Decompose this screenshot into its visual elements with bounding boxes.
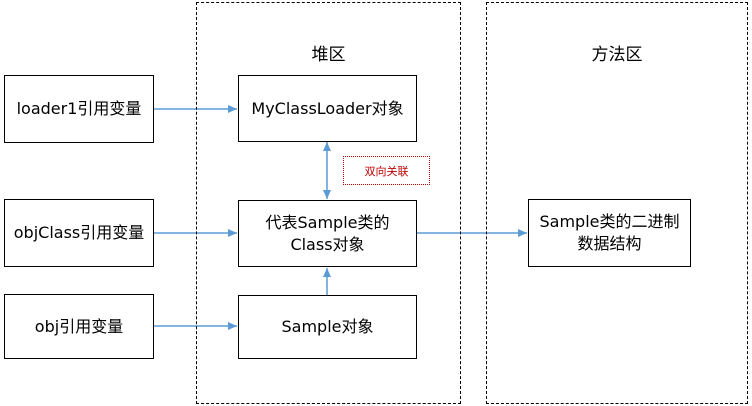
class-object-label-line1: 代表Sample类的 (265, 212, 390, 232)
objclass-variable-box: objClass引用变量 (4, 199, 154, 267)
objclass-variable-label: objClass引用变量 (13, 223, 145, 242)
sample-object-label: Sample对象 (281, 317, 374, 336)
classloader-object-label: MyClassLoader对象 (251, 98, 404, 118)
class-object-box: 代表Sample类的 Class对象 (238, 200, 417, 267)
obj-variable-label: obj引用变量 (34, 316, 124, 336)
binary-data-label-line1: Sample类的二进制 (539, 212, 680, 231)
bidirectional-note: 双向关联 (343, 156, 430, 185)
heap-region-title: 堆区 (311, 45, 346, 65)
classloader-object-box: MyClassLoader对象 (238, 75, 417, 142)
method-area-region: 方法区 (486, 2, 748, 404)
bidirectional-note-label: 双向关联 (364, 164, 409, 178)
loader1-variable-box: loader1引用变量 (4, 75, 154, 143)
method-area-region-title: 方法区 (591, 45, 643, 65)
class-object-label-line2: Class对象 (290, 234, 365, 254)
loader1-variable-label: loader1引用变量 (16, 99, 142, 118)
sample-object-box: Sample对象 (238, 295, 417, 359)
binary-data-label-line2: 数据结构 (577, 234, 642, 253)
heap-region: 堆区 (196, 2, 461, 404)
binary-data-box: Sample类的二进制 数据结构 (528, 199, 691, 267)
obj-variable-box: obj引用变量 (4, 294, 154, 359)
